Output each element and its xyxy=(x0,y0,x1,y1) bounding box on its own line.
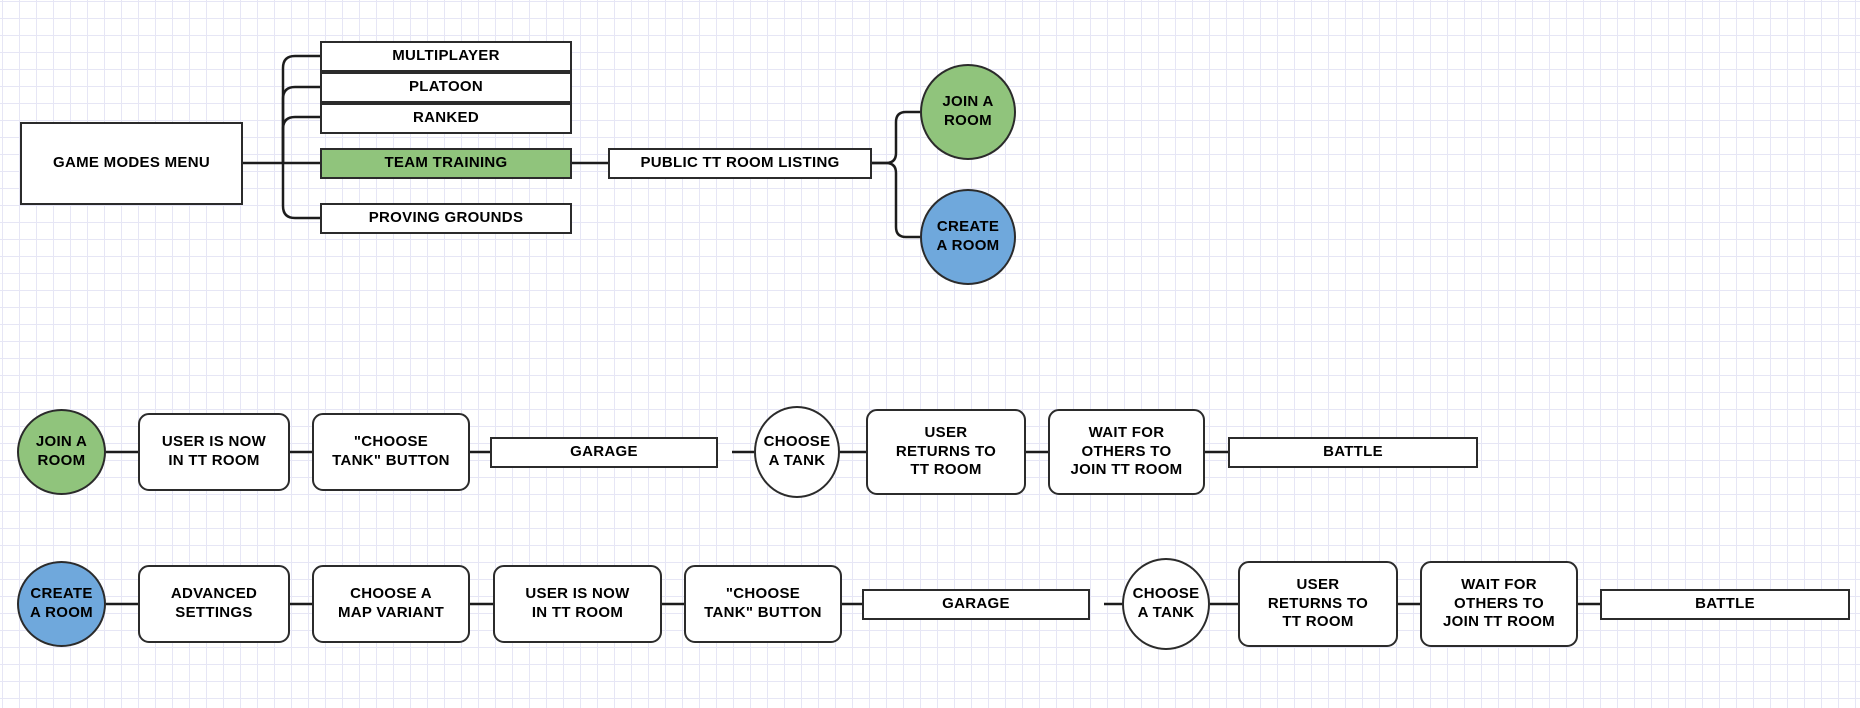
node-label: TEAM TRAINING xyxy=(384,154,508,172)
node-label-line1: CREATE xyxy=(30,585,93,603)
node-label-line3: TT ROOM xyxy=(910,461,982,479)
node-label-stack: "CHOOSE TANK" BUTTON xyxy=(326,433,456,471)
node-create-a-room-outcome[interactable]: CREATE A ROOM xyxy=(920,189,1016,285)
node-join-step-garage[interactable]: GARAGE xyxy=(490,437,718,468)
node-label: PLATOON xyxy=(408,78,484,96)
node-label-line2: OTHERS TO xyxy=(1454,594,1544,612)
node-label-stack: WAIT FOR OTHERS TO JOIN TT ROOM xyxy=(1437,576,1561,632)
node-join-step-choose-tank-button[interactable]: "CHOOSE TANK" BUTTON xyxy=(312,413,470,491)
node-label-stack: "CHOOSE TANK" BUTTON xyxy=(698,585,828,623)
node-label: GARAGE xyxy=(942,595,1010,613)
node-label-line2: MAP VARIANT xyxy=(337,604,445,621)
node-label-stack: ADVANCED SETTINGS xyxy=(165,585,263,623)
edge-listing-to-create xyxy=(872,161,920,239)
node-label-line2: A TANK xyxy=(768,452,826,469)
node-label-line2: TANK" BUTTON xyxy=(704,604,822,621)
node-label: BATTLE xyxy=(1695,595,1755,613)
node-label-line2: RETURNS TO xyxy=(895,442,997,460)
node-label-line3: JOIN TT ROOM xyxy=(1443,613,1555,631)
node-label-line1: USER IS NOW xyxy=(161,433,267,451)
node-label: GAME MODES MENU xyxy=(52,154,210,172)
node-create-step-choose-a-map-variant[interactable]: CHOOSE A MAP VARIANT xyxy=(312,565,470,643)
node-join-step-user-is-now-in-tt-room[interactable]: USER IS NOW IN TT ROOM xyxy=(138,413,290,491)
node-label-line1: CHOOSE A xyxy=(350,585,432,603)
node-label-line1: ADVANCED xyxy=(170,585,258,603)
node-label-line2: TANK" BUTTON xyxy=(332,452,450,469)
node-label-stack: CREATE A ROOM xyxy=(931,218,1006,256)
node-mode-ranked[interactable]: RANKED xyxy=(320,103,572,134)
node-label-line1: JOIN A xyxy=(942,93,994,111)
node-join-a-room-outcome[interactable]: JOIN A ROOM xyxy=(920,64,1016,160)
node-label-stack: USER IS NOW IN TT ROOM xyxy=(156,433,272,471)
node-label-stack: JOIN A ROOM xyxy=(936,93,999,131)
edge-listing-to-join xyxy=(872,110,920,165)
node-label-stack: CHOOSE A MAP VARIANT xyxy=(332,585,450,623)
node-create-step-choose-a-tank[interactable]: CHOOSE A TANK xyxy=(1122,558,1210,650)
edge-spine-ranked xyxy=(281,115,320,163)
node-label-line2: OTHERS TO xyxy=(1081,442,1172,460)
node-label-line1: JOIN A xyxy=(35,433,88,451)
node-label-line1: USER xyxy=(1296,575,1340,593)
node-create-step-wait-for-others[interactable]: WAIT FOR OTHERS TO JOIN TT ROOM xyxy=(1420,561,1578,647)
node-label-stack: WAIT FOR OTHERS TO JOIN TT ROOM xyxy=(1065,424,1189,480)
node-label-line2: ROOM xyxy=(37,452,86,469)
node-join-step-battle[interactable]: BATTLE xyxy=(1228,437,1478,468)
node-label-line2: A ROOM xyxy=(936,237,1000,254)
edge-spine-multiplayer xyxy=(281,54,320,163)
node-join-step-user-returns-to-tt-room[interactable]: USER RETURNS TO TT ROOM xyxy=(866,409,1026,495)
node-label-stack: USER RETURNS TO TT ROOM xyxy=(1262,576,1374,632)
node-label-line1: CHOOSE xyxy=(763,433,831,451)
node-label-stack: USER IS NOW IN TT ROOM xyxy=(519,585,635,623)
node-create-step-choose-tank-button[interactable]: "CHOOSE TANK" BUTTON xyxy=(684,565,842,643)
node-label-line1: CHOOSE xyxy=(1132,585,1200,603)
node-label-line1: CREATE xyxy=(936,218,1000,236)
node-label: BATTLE xyxy=(1323,443,1383,461)
node-create-step-user-returns-to-tt-room[interactable]: USER RETURNS TO TT ROOM xyxy=(1238,561,1398,647)
node-label-stack: CHOOSE A TANK xyxy=(1127,585,1206,623)
node-create-step-battle[interactable]: BATTLE xyxy=(1600,589,1850,620)
node-label-line2: IN TT ROOM xyxy=(168,452,260,469)
node-label: GARAGE xyxy=(570,443,638,461)
node-label-line2: SETTINGS xyxy=(175,604,253,621)
node-public-tt-room-listing[interactable]: PUBLIC TT ROOM LISTING xyxy=(608,148,872,179)
node-label-line3: JOIN TT ROOM xyxy=(1070,461,1183,479)
node-label-line2: A TANK xyxy=(1137,604,1195,621)
edge-spine-proving-grounds xyxy=(281,163,320,220)
node-create-flow-start[interactable]: CREATE A ROOM xyxy=(17,561,106,647)
node-mode-team-training[interactable]: TEAM TRAINING xyxy=(320,148,572,179)
node-mode-platoon[interactable]: PLATOON xyxy=(320,72,572,103)
node-label-line2: A ROOM xyxy=(30,604,93,621)
node-mode-proving-grounds[interactable]: PROVING GROUNDS xyxy=(320,203,572,234)
node-label-line1: USER IS NOW xyxy=(525,585,630,603)
node-label-line2: RETURNS TO xyxy=(1267,594,1369,612)
node-create-step-garage[interactable]: GARAGE xyxy=(862,589,1090,620)
node-label-line1: "CHOOSE xyxy=(353,433,429,451)
node-create-step-advanced-settings[interactable]: ADVANCED SETTINGS xyxy=(138,565,290,643)
node-label-line1: "CHOOSE xyxy=(725,585,801,603)
node-game-modes-menu[interactable]: GAME MODES MENU xyxy=(20,122,243,205)
node-label: PUBLIC TT ROOM LISTING xyxy=(640,154,840,172)
node-mode-multiplayer[interactable]: MULTIPLAYER xyxy=(320,41,572,72)
node-label: PROVING GROUNDS xyxy=(368,209,524,227)
node-join-flow-start[interactable]: JOIN A ROOM xyxy=(17,409,106,495)
node-label: MULTIPLAYER xyxy=(392,47,500,65)
node-label: RANKED xyxy=(413,109,479,127)
node-label-line1: WAIT FOR xyxy=(1461,575,1537,593)
node-label-line1: WAIT FOR xyxy=(1088,423,1165,441)
node-label-line2: IN TT ROOM xyxy=(531,604,624,621)
node-label-line2: ROOM xyxy=(944,112,992,129)
node-label-stack: JOIN A ROOM xyxy=(30,433,93,471)
node-label-stack: USER RETURNS TO TT ROOM xyxy=(890,424,1002,480)
edge-spine-platoon xyxy=(281,85,320,163)
node-join-step-choose-a-tank[interactable]: CHOOSE A TANK xyxy=(754,406,840,498)
node-join-step-wait-for-others[interactable]: WAIT FOR OTHERS TO JOIN TT ROOM xyxy=(1048,409,1205,495)
node-create-step-user-is-now-in-tt-room[interactable]: USER IS NOW IN TT ROOM xyxy=(493,565,662,643)
node-label-stack: CHOOSE A TANK xyxy=(758,433,837,471)
node-label-stack: CREATE A ROOM xyxy=(24,585,99,623)
node-label-line3: TT ROOM xyxy=(1282,613,1354,631)
node-label-line1: USER xyxy=(924,423,968,441)
